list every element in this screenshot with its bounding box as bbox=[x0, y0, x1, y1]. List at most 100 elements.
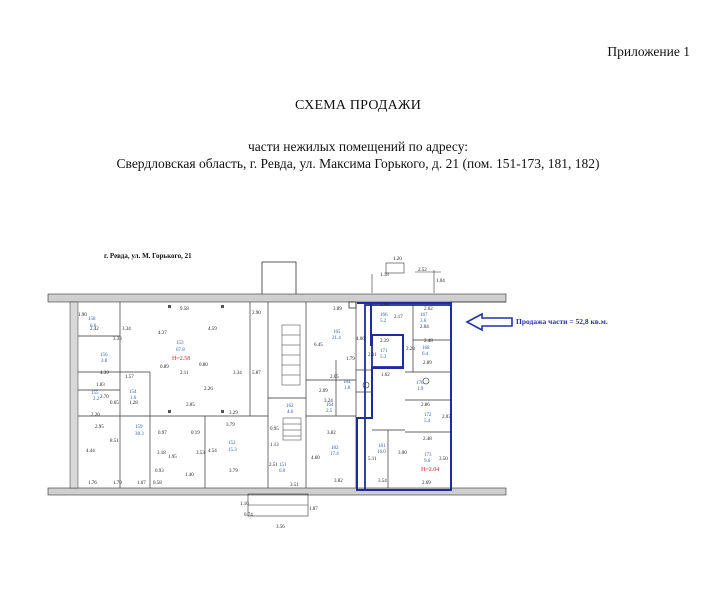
room-labels: 158 6.6 153 67.8 159 38.3 152 15.3 155 2… bbox=[88, 313, 432, 474]
svg-text:2.85: 2.85 bbox=[186, 403, 195, 408]
svg-text:3.33: 3.33 bbox=[113, 337, 122, 342]
svg-text:164: 164 bbox=[326, 403, 334, 408]
svg-text:166: 166 bbox=[380, 313, 388, 318]
svg-text:6.6: 6.6 bbox=[90, 324, 97, 329]
svg-text:2.5: 2.5 bbox=[326, 409, 333, 414]
svg-text:1.40: 1.40 bbox=[185, 473, 194, 478]
svg-text:2.09: 2.09 bbox=[319, 389, 328, 394]
svg-text:172: 172 bbox=[424, 413, 432, 418]
svg-text:0.58: 0.58 bbox=[153, 481, 162, 486]
svg-text:159: 159 bbox=[135, 425, 143, 430]
svg-text:4.06: 4.06 bbox=[356, 337, 365, 342]
svg-text:0.74: 0.74 bbox=[244, 513, 253, 518]
svg-text:8.51: 8.51 bbox=[110, 439, 119, 444]
svg-text:2.89: 2.89 bbox=[423, 361, 432, 366]
svg-text:2.28: 2.28 bbox=[406, 347, 415, 352]
svg-text:1.79: 1.79 bbox=[346, 357, 355, 362]
sale-callout: Продажа части = 52,8 кв.м. bbox=[516, 317, 608, 326]
svg-text:1.04: 1.04 bbox=[436, 279, 445, 284]
svg-text:2.2: 2.2 bbox=[93, 397, 100, 402]
svg-text:1.87: 1.87 bbox=[309, 507, 318, 512]
svg-text:155: 155 bbox=[91, 391, 99, 396]
subtitle-line-1: части нежилых помещений по адресу: bbox=[247, 139, 469, 154]
svg-text:3.34: 3.34 bbox=[122, 327, 131, 332]
svg-text:2.62: 2.62 bbox=[424, 307, 433, 312]
svg-text:168: 168 bbox=[422, 346, 430, 351]
svg-text:6.45: 6.45 bbox=[314, 343, 323, 348]
svg-text:0.89: 0.89 bbox=[160, 365, 169, 370]
svg-text:5.11: 5.11 bbox=[368, 457, 377, 462]
document-title: СХЕМА ПРОДАЖИ bbox=[294, 98, 422, 113]
svg-text:2.40: 2.40 bbox=[380, 303, 389, 308]
svg-text:4.6: 4.6 bbox=[287, 410, 294, 415]
svg-text:3.51: 3.51 bbox=[290, 483, 299, 488]
svg-text:153: 153 bbox=[176, 341, 184, 346]
svg-text:0.19: 0.19 bbox=[191, 431, 200, 436]
svg-text:67.8: 67.8 bbox=[176, 348, 185, 353]
svg-text:3.82: 3.82 bbox=[334, 479, 343, 484]
svg-text:17.4: 17.4 bbox=[330, 452, 339, 457]
svg-text:1.13: 1.13 bbox=[270, 443, 279, 448]
svg-text:4.44: 4.44 bbox=[86, 449, 95, 454]
svg-text:3.18: 3.18 bbox=[157, 451, 166, 456]
svg-text:5.2: 5.2 bbox=[380, 319, 387, 324]
subtitle-line-2: Свердловская область, г. Ревда, ул. Макс… bbox=[116, 156, 600, 171]
dimension-labels: 9.58 1.90 2.42 3.34 3.33 4.37 4.39 4.59 … bbox=[78, 257, 451, 530]
svg-text:21.4: 21.4 bbox=[332, 336, 341, 341]
svg-text:3.24: 3.24 bbox=[324, 399, 333, 404]
svg-text:0.65: 0.65 bbox=[110, 401, 119, 406]
svg-text:3.82: 3.82 bbox=[327, 431, 336, 436]
svg-text:2.90: 2.90 bbox=[252, 311, 261, 316]
svg-text:2.04: 2.04 bbox=[420, 325, 429, 330]
svg-text:1.83: 1.83 bbox=[96, 383, 105, 388]
svg-text:3.8: 3.8 bbox=[101, 359, 108, 364]
svg-text:2.70: 2.70 bbox=[100, 395, 109, 400]
svg-text:3.50: 3.50 bbox=[439, 457, 448, 462]
svg-text:2.48: 2.48 bbox=[423, 437, 432, 442]
outer-wall-left bbox=[69, 301, 79, 489]
svg-text:1.8: 1.8 bbox=[344, 386, 351, 391]
svg-text:0.80: 0.80 bbox=[199, 363, 208, 368]
svg-text:165: 165 bbox=[333, 330, 341, 335]
svg-text:2.31: 2.31 bbox=[368, 353, 377, 358]
svg-text:0.97: 0.97 bbox=[158, 431, 167, 436]
svg-text:152: 152 bbox=[228, 441, 236, 446]
svg-text:173: 173 bbox=[424, 453, 432, 458]
plan-header: г. Ревда, ул. М. Горького, 21 bbox=[104, 252, 192, 260]
svg-text:1.70: 1.70 bbox=[113, 481, 122, 486]
svg-text:3.79: 3.79 bbox=[226, 423, 235, 428]
svg-text:1.67: 1.67 bbox=[137, 481, 146, 486]
svg-text:1.20: 1.20 bbox=[393, 257, 402, 262]
svg-text:170: 170 bbox=[416, 381, 424, 386]
svg-text:0.95: 0.95 bbox=[270, 427, 279, 432]
svg-text:2.17: 2.17 bbox=[394, 315, 403, 320]
svg-text:2.11: 2.11 bbox=[180, 371, 189, 376]
svg-text:2.95: 2.95 bbox=[95, 425, 104, 430]
svg-text:182: 182 bbox=[331, 446, 339, 451]
entrance-block bbox=[261, 261, 297, 297]
svg-text:2.20: 2.20 bbox=[91, 413, 100, 418]
svg-text:1.28: 1.28 bbox=[129, 401, 138, 406]
svg-text:5.4: 5.4 bbox=[424, 419, 431, 424]
svg-text:9.58: 9.58 bbox=[180, 307, 189, 312]
svg-text:1.18: 1.18 bbox=[380, 273, 389, 278]
svg-text:38.3: 38.3 bbox=[135, 432, 144, 437]
svg-text:151: 151 bbox=[279, 463, 287, 468]
svg-text:3.29: 3.29 bbox=[229, 411, 238, 416]
svg-text:1.90: 1.90 bbox=[78, 313, 87, 318]
svg-text:1.76: 1.76 bbox=[88, 481, 97, 486]
svg-text:2.48: 2.48 bbox=[424, 339, 433, 344]
svg-text:2.52: 2.52 bbox=[418, 268, 427, 273]
svg-text:181: 181 bbox=[378, 444, 386, 449]
svg-text:4.54: 4.54 bbox=[208, 449, 217, 454]
outer-wall-top bbox=[47, 293, 507, 303]
svg-text:154: 154 bbox=[129, 390, 137, 395]
svg-text:1.9: 1.9 bbox=[417, 387, 424, 392]
ceiling-height-2: H=2.04 bbox=[421, 467, 439, 473]
svg-text:1.10: 1.10 bbox=[240, 502, 249, 507]
ceiling-height-1: H=2.58 bbox=[172, 356, 190, 362]
svg-text:3.79: 3.79 bbox=[229, 469, 238, 474]
svg-text:4.39: 4.39 bbox=[100, 371, 109, 376]
svg-text:5.3: 5.3 bbox=[380, 355, 387, 360]
svg-text:2.39: 2.39 bbox=[380, 339, 389, 344]
